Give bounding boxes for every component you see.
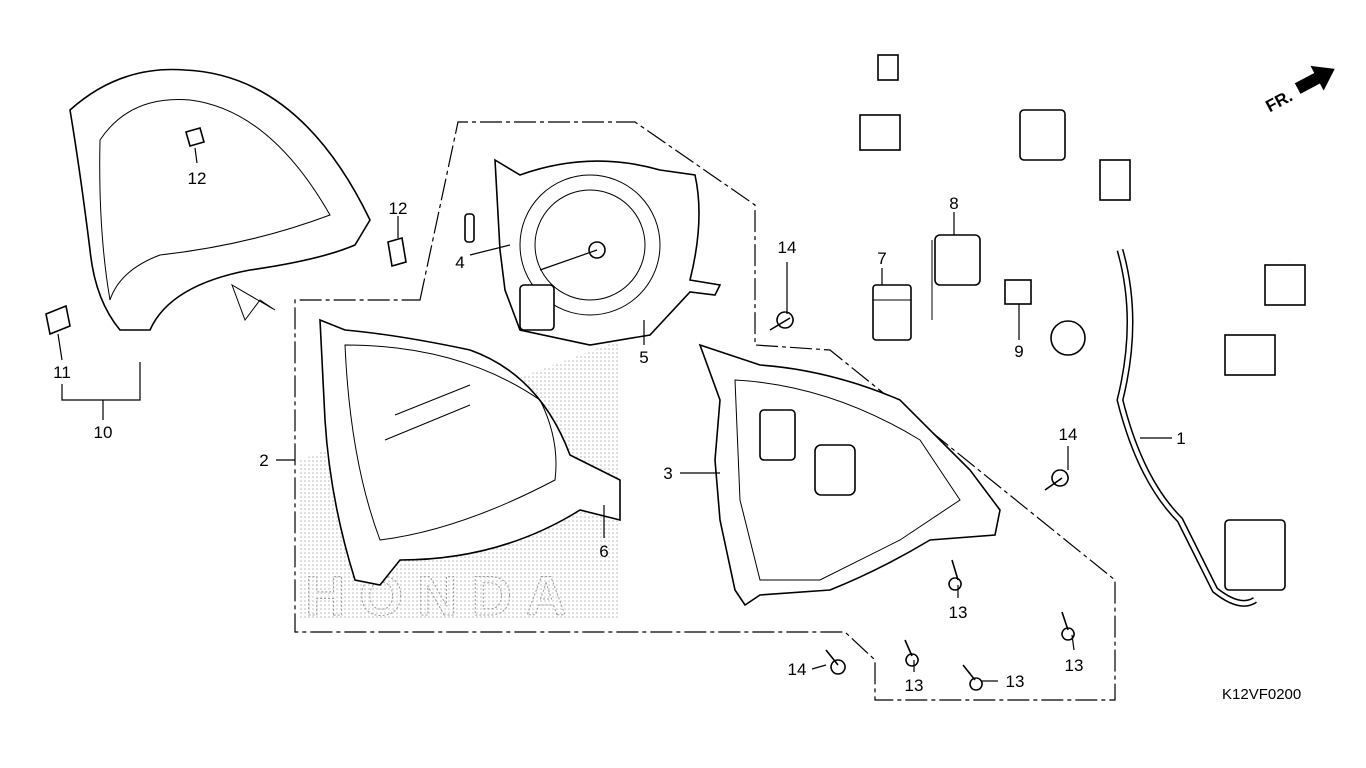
badge-part-11: [45, 304, 71, 336]
emblem-part-12a: [185, 127, 205, 147]
callout-13: 13: [1006, 672, 1025, 691]
part-9: [1004, 279, 1032, 305]
callout-13: 13: [1065, 656, 1084, 675]
callout-13: 13: [905, 676, 924, 695]
callout-5: 5: [639, 348, 648, 367]
callout-2: 2: [259, 451, 268, 470]
unit-part-8: [931, 234, 981, 320]
callout-6: 6: [599, 542, 608, 561]
callout-12: 12: [389, 199, 408, 218]
callout-13: 13: [949, 603, 968, 622]
callout-12: 12: [188, 169, 207, 188]
callout-14: 14: [788, 660, 807, 679]
relay-part-7: [872, 284, 912, 341]
leader-lines: [57, 147, 1172, 682]
diagram-code: K12VF0200: [1222, 686, 1301, 703]
callout-14: 14: [778, 238, 797, 257]
front-direction-indicator: FR.: [1263, 65, 1335, 116]
callout-8: 8: [949, 194, 958, 213]
front-label: FR.: [1263, 86, 1296, 116]
screw-part-4: [464, 213, 475, 243]
callout-4: 4: [455, 253, 464, 272]
front-arrow-icon: [1294, 65, 1335, 94]
callout-7: 7: [877, 249, 886, 268]
callout-9: 9: [1014, 342, 1023, 361]
meter-lens-part-2: [319, 318, 621, 586]
assembly-boundary: [294, 121, 1116, 701]
meter-case-part-3: [698, 343, 1001, 607]
emblem-part-12b: [387, 236, 407, 268]
callout-11: 11: [53, 363, 71, 382]
meter-cover-part-10: [69, 68, 371, 331]
callout-3: 3: [663, 464, 672, 483]
callout-1: 1: [1176, 429, 1185, 448]
callout-14: 14: [1059, 425, 1078, 444]
meter-assembly-part-5: [494, 158, 722, 346]
callout-10: 10: [94, 423, 113, 442]
screws: [769, 311, 1075, 691]
wire-harness-part-1: [859, 54, 1306, 607]
svg-text:HONDA: HONDA: [305, 564, 580, 627]
